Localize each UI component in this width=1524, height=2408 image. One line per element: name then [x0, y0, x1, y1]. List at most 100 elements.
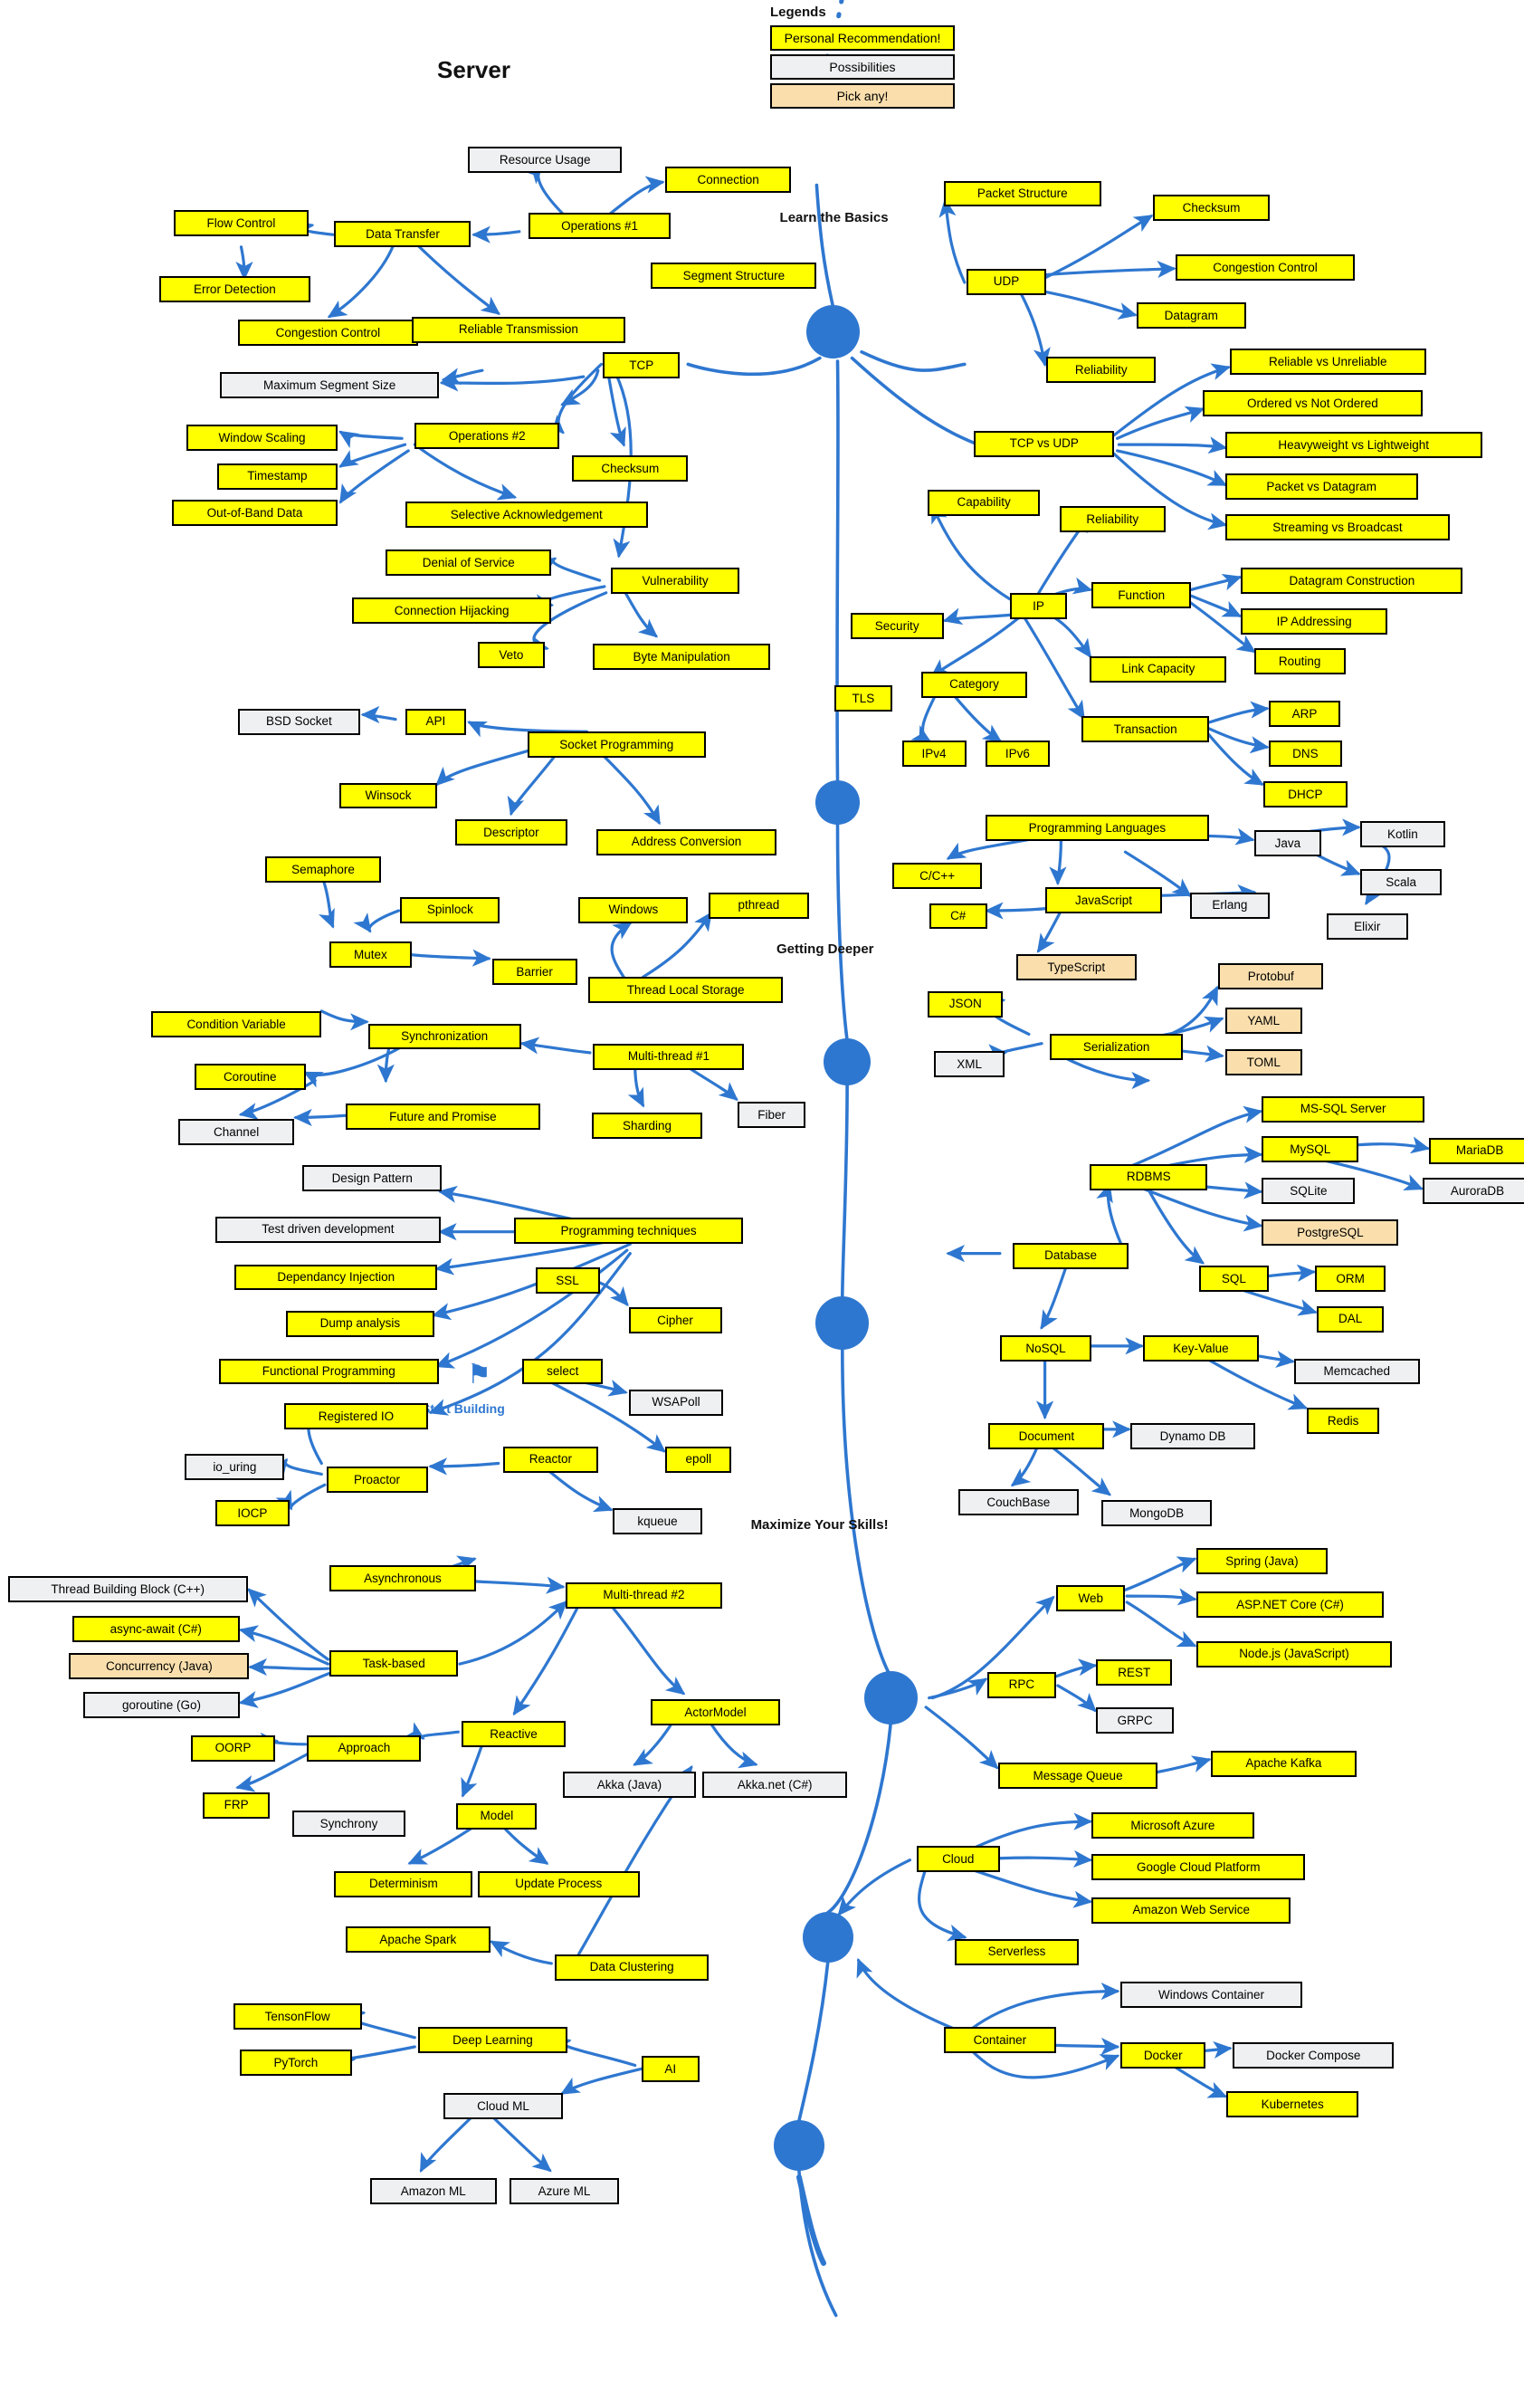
node-cloud[interactable]: Cloud [916, 1846, 1000, 1873]
node-tcp-vs-udp[interactable]: TCP vs UDP [974, 430, 1114, 457]
node-window-scaling[interactable]: Window Scaling [186, 424, 338, 451]
node-tcp[interactable]: TCP [603, 351, 681, 378]
node-apache-kafka[interactable]: Apache Kafka [1210, 1750, 1357, 1777]
node-apache-spark[interactable]: Apache Spark [345, 1926, 491, 1953]
node-programming-languages[interactable]: Programming Languages [985, 815, 1209, 842]
node-error-detection[interactable]: Error Detection [158, 276, 310, 303]
node-multi-thread-2[interactable]: Multi-thread #2 [566, 1581, 722, 1609]
node-channel[interactable]: Channel [178, 1119, 295, 1146]
node-protobuf[interactable]: Protobuf [1218, 963, 1323, 989]
node-functional-programming[interactable]: Functional Programming [218, 1358, 439, 1385]
node-select[interactable]: select [522, 1358, 604, 1385]
node-semaphore[interactable]: Semaphore [265, 856, 381, 884]
node-elixir[interactable]: Elixir [1326, 913, 1409, 941]
node-address-conversion[interactable]: Address Conversion [596, 828, 776, 855]
node-scala[interactable]: Scala [1359, 868, 1443, 895]
node-ssl[interactable]: SSL [535, 1266, 600, 1294]
node-routing[interactable]: Routing [1253, 648, 1346, 675]
node-sqlite[interactable]: SQLite [1262, 1178, 1356, 1204]
node-asynchronous[interactable]: Asynchronous [329, 1565, 476, 1591]
node-wsapoll[interactable]: WSAPoll [628, 1389, 724, 1416]
node-flow-control[interactable]: Flow Control [173, 209, 310, 236]
node-checksum-udp[interactable]: Checksum [1152, 194, 1271, 221]
node-c-cpp[interactable]: C/C++ [891, 863, 983, 890]
node-json[interactable]: JSON [927, 990, 1004, 1018]
node-kubernetes[interactable]: Kubernetes [1226, 2091, 1359, 2118]
node-nosql[interactable]: NoSQL [999, 1334, 1092, 1362]
node-amazon-web-service[interactable]: Amazon Web Service [1091, 1897, 1291, 1924]
node-akka-net[interactable]: Akka.net (C#) [702, 1772, 848, 1799]
node-windows[interactable]: Windows [578, 896, 689, 923]
node-future-and-promise[interactable]: Future and Promise [345, 1104, 540, 1131]
node-packet-structure[interactable]: Packet Structure [943, 180, 1101, 207]
node-key-value[interactable]: Key-Value [1143, 1334, 1259, 1362]
node-ordered-vs-not-ordered[interactable]: Ordered vs Not Ordered [1202, 390, 1424, 417]
node-memcached[interactable]: Memcached [1293, 1358, 1420, 1385]
node-model[interactable]: Model [456, 1802, 538, 1830]
node-coroutine[interactable]: Coroutine [194, 1063, 306, 1090]
node-selective-acknowledgement[interactable]: Selective Acknowledgement [405, 502, 648, 529]
node-database[interactable]: Database [1013, 1242, 1129, 1269]
node-mutex[interactable]: Mutex [329, 941, 412, 969]
node-category[interactable]: Category [920, 671, 1028, 698]
node-packet-vs-datagram[interactable]: Packet vs Datagram [1224, 473, 1418, 501]
node-segment-structure[interactable]: Segment Structure [651, 262, 817, 289]
node-dependancy-injection[interactable]: Dependancy Injection [234, 1264, 438, 1291]
node-ipv4[interactable]: IPv4 [901, 741, 967, 768]
node-message-queue[interactable]: Message Queue [998, 1763, 1157, 1790]
node-web[interactable]: Web [1056, 1585, 1126, 1612]
node-sharding[interactable]: Sharding [591, 1113, 703, 1140]
node-serialization[interactable]: Serialization [1049, 1034, 1184, 1061]
node-connection-hijacking[interactable]: Connection Hijacking [352, 597, 552, 624]
node-ai[interactable]: AI [641, 2056, 700, 2083]
node-sql[interactable]: SQL [1199, 1266, 1269, 1293]
node-dump-analysis[interactable]: Dump analysis [286, 1310, 434, 1337]
node-pthread[interactable]: pthread [709, 892, 809, 919]
node-frp[interactable]: FRP [202, 1792, 271, 1819]
node-yaml[interactable]: YAML [1224, 1008, 1302, 1035]
node-vulnerability[interactable]: Vulnerability [611, 568, 740, 595]
node-amazon-ml[interactable]: Amazon ML [369, 2177, 497, 2204]
node-rest[interactable]: REST [1096, 1659, 1172, 1686]
node-security[interactable]: Security [850, 612, 944, 639]
node-xml[interactable]: XML [934, 1051, 1005, 1078]
node-connection[interactable]: Connection [665, 167, 791, 194]
node-udp[interactable]: UDP [966, 268, 1047, 295]
node-socket-programming[interactable]: Socket Programming [527, 731, 706, 759]
node-kqueue[interactable]: kqueue [612, 1507, 703, 1534]
node-task-based[interactable]: Task-based [329, 1649, 459, 1677]
node-maximum-segment-size[interactable]: Maximum Segment Size [220, 371, 439, 398]
node-reliability-udp[interactable]: Reliability [1046, 356, 1157, 383]
node-erlang[interactable]: Erlang [1189, 892, 1271, 919]
node-out-of-band-data[interactable]: Out-of-Band Data [172, 500, 338, 527]
node-typescript[interactable]: TypeScript [1015, 953, 1137, 980]
node-transaction[interactable]: Transaction [1081, 716, 1209, 743]
node-cipher[interactable]: Cipher [628, 1307, 722, 1334]
node-rdbms[interactable]: RDBMS [1090, 1163, 1208, 1190]
node-aspnet-core[interactable]: ASP.NET Core (C#) [1195, 1591, 1385, 1618]
node-grpc[interactable]: GRPC [1096, 1706, 1174, 1734]
node-operations-2[interactable]: Operations #2 [414, 423, 560, 450]
node-mongodb[interactable]: MongoDB [1100, 1500, 1213, 1527]
node-heavyweight-vs-lightweight[interactable]: Heavyweight vs Lightweight [1224, 432, 1482, 459]
node-akka-java[interactable]: Akka (Java) [562, 1772, 697, 1799]
node-programming-techniques[interactable]: Programming techniques [514, 1218, 743, 1245]
node-link-capacity[interactable]: Link Capacity [1090, 655, 1227, 683]
node-veto[interactable]: Veto [477, 642, 546, 669]
node-api[interactable]: API [405, 708, 467, 735]
node-proactor[interactable]: Proactor [326, 1466, 428, 1493]
node-data-transfer[interactable]: Data Transfer [334, 220, 471, 247]
node-azure-ml[interactable]: Azure ML [510, 2177, 619, 2204]
node-redis[interactable]: Redis [1307, 1408, 1380, 1435]
node-capability[interactable]: Capability [927, 489, 1041, 516]
node-descriptor[interactable]: Descriptor [454, 819, 568, 846]
node-data-clustering[interactable]: Data Clustering [554, 1954, 710, 1981]
node-auroradb[interactable]: AuroraDB [1423, 1178, 1524, 1204]
node-reliability-ip[interactable]: Reliability [1059, 506, 1166, 533]
node-deep-learning[interactable]: Deep Learning [417, 2026, 568, 2053]
node-reactor[interactable]: Reactor [503, 1446, 598, 1473]
node-tls[interactable]: TLS [833, 685, 892, 712]
node-toml[interactable]: TOML [1224, 1049, 1302, 1076]
node-actormodel[interactable]: ActorModel [651, 1699, 780, 1726]
node-docker[interactable]: Docker [1120, 2041, 1206, 2069]
